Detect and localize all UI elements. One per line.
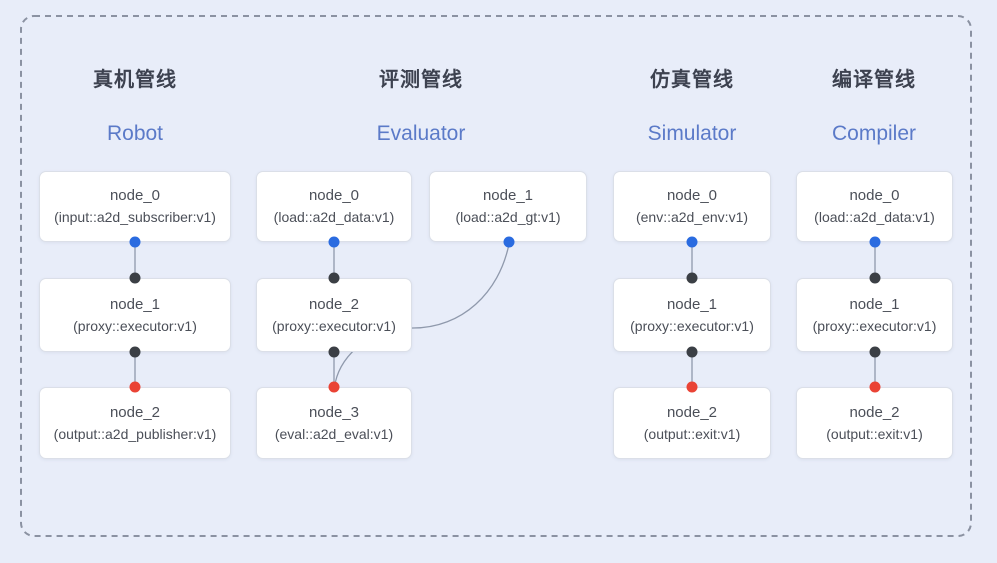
dashed-frame <box>20 15 972 537</box>
node-box-evaluator-node2: node_2 (proxy::executor:v1) <box>256 278 412 352</box>
blue-port-dot <box>129 236 141 248</box>
red-port-dot <box>328 381 340 393</box>
black-port-dot <box>328 272 340 284</box>
node-box-simulator-node1: node_1 (proxy::executor:v1) <box>613 278 771 352</box>
node-name: node_1 <box>666 295 718 313</box>
black-port-dot <box>686 346 698 358</box>
node-impl: (proxy::executor:v1) <box>73 317 197 334</box>
evaluator-gt-curve <box>334 243 510 385</box>
node-impl: (env::a2d_env:v1) <box>635 209 749 226</box>
node-box-compiler-node0: node_0 (load::a2d_data:v1) <box>796 171 953 242</box>
blue-port-dot <box>503 236 515 248</box>
node-name: node_1 <box>849 295 900 313</box>
node-impl: (eval::a2d_eval:v1) <box>274 425 394 442</box>
node-name: node_1 <box>109 295 161 313</box>
node-box-evaluator-node1: node_1 (load::a2d_gt:v1) <box>429 171 587 242</box>
node-box-compiler-node1: node_1 (proxy::executor:v1) <box>796 278 953 352</box>
node-box-simulator-node0: node_0 (env::a2d_env:v1) <box>613 171 771 242</box>
black-port-dot <box>129 272 141 284</box>
node-impl: (proxy::executor:v1) <box>630 317 754 334</box>
node-name: node_2 <box>666 403 718 421</box>
pipeline-title-zh-label: 仿真管线 <box>650 69 734 91</box>
blue-port-dot <box>869 236 881 248</box>
pipeline-title-zh-label: 评测管线 <box>379 69 463 91</box>
node-impl: (input::a2d_subscriber:v1) <box>54 209 216 226</box>
node-name: node_3 <box>308 403 360 421</box>
pipeline-title-zh-label: 编译管线 <box>832 69 916 91</box>
pipeline-title-zh-compiler: 编译管线 <box>764 63 984 92</box>
black-port-dot <box>686 272 698 284</box>
black-port-dot <box>129 346 141 358</box>
node-impl: (output::a2d_publisher:v1) <box>53 425 217 442</box>
node-box-robot-node2: node_2 (output::a2d_publisher:v1) <box>39 387 231 459</box>
blue-port-dot <box>686 236 698 248</box>
node-impl: (output::exit:v1) <box>643 425 741 442</box>
pipeline-title-en-simulator: Simulator <box>647 122 737 145</box>
node-name: node_2 <box>308 295 360 313</box>
node-box-evaluator-node3: node_3 (eval::a2d_eval:v1) <box>256 387 412 459</box>
node-impl: (proxy::executor:v1) <box>272 317 396 334</box>
node-box-robot-node0: node_0 (input::a2d_subscriber:v1) <box>39 171 231 242</box>
node-name: node_0 <box>308 187 360 205</box>
pipeline-title-zh-evaluator: 评测管线 <box>311 63 531 92</box>
node-impl: (load::a2d_data:v1) <box>273 209 395 226</box>
node-impl: (load::a2d_data:v1) <box>814 209 935 226</box>
pipeline-title-zh-robot: 真机管线 <box>25 63 245 92</box>
pipeline-title-en-compiler: Compiler <box>831 122 917 145</box>
node-name: node_2 <box>109 403 161 421</box>
black-port-dot <box>328 346 340 358</box>
pipeline-title-en-evaluator: Evaluator <box>376 122 466 145</box>
node-impl: (load::a2d_gt:v1) <box>455 209 561 226</box>
node-box-evaluator-node0: node_0 (load::a2d_data:v1) <box>256 171 412 242</box>
pipeline-title-en-robot: Robot <box>106 122 164 145</box>
node-name: node_0 <box>666 187 718 205</box>
node-name: node_0 <box>849 187 900 205</box>
pipeline-title-zh-label: 真机管线 <box>93 69 177 91</box>
node-box-robot-node1: node_1 (proxy::executor:v1) <box>39 278 231 352</box>
node-name: node_2 <box>849 403 900 421</box>
node-box-simulator-node2: node_2 (output::exit:v1) <box>613 387 771 459</box>
pipeline-title-zh-simulator: 仿真管线 <box>582 63 802 92</box>
red-port-dot <box>686 381 698 393</box>
red-port-dot <box>129 381 141 393</box>
black-port-dot <box>869 346 881 358</box>
red-port-dot <box>869 381 881 393</box>
black-port-dot <box>869 272 881 284</box>
node-name: node_0 <box>109 187 161 205</box>
node-box-compiler-node2: node_2 (output::exit:v1) <box>796 387 953 459</box>
node-name: node_1 <box>482 187 534 205</box>
node-impl: (output::exit:v1) <box>826 425 923 442</box>
blue-port-dot <box>328 236 340 248</box>
node-impl: (proxy::executor:v1) <box>812 317 937 334</box>
